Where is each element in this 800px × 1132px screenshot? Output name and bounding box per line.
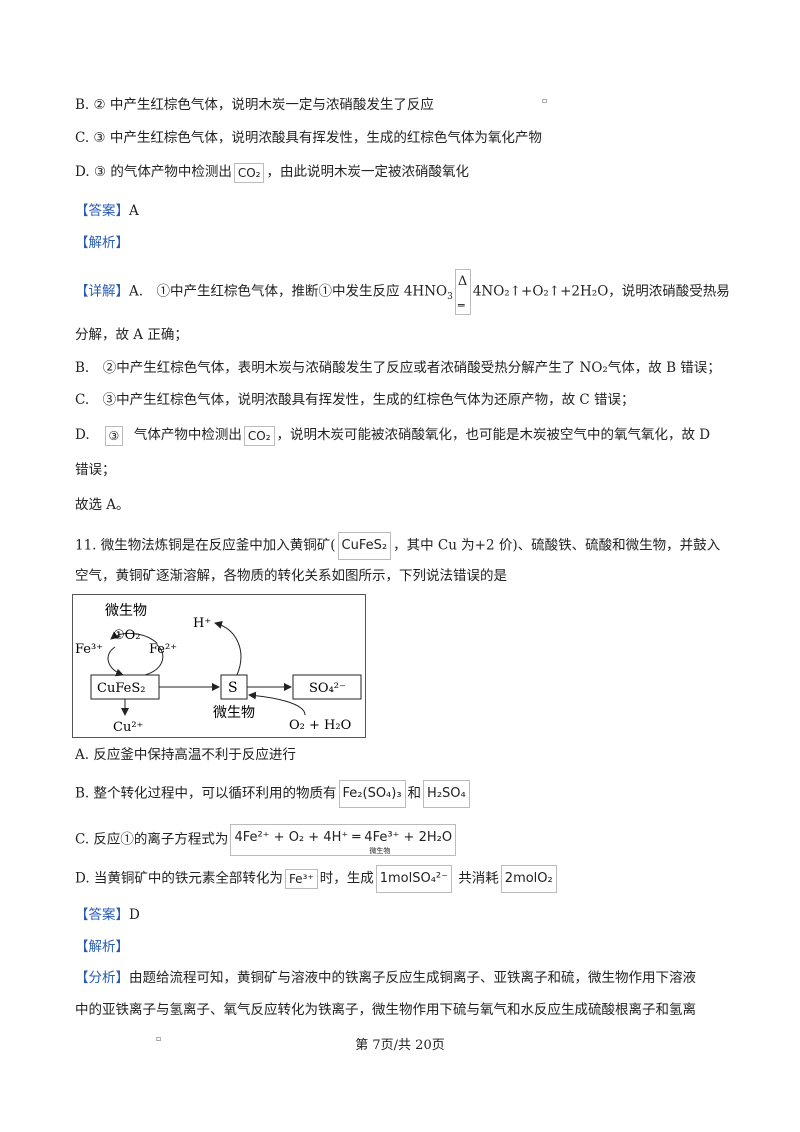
q11-fenxi-2: 中的亚铁离子与氢离子、氧气反应转化为铁离子，微生物作用下硫与氧气和水反应生成硫酸… [75, 1002, 696, 1018]
diagram-svg: 微生物 H⁺ Fe³⁺ ①O₂ Fe²⁺ CuFeS₂ S SO₄²⁻ Cu²⁺… [75, 603, 362, 735]
so4-box [292, 674, 362, 700]
diagram-fe2: Fe²⁺ [149, 642, 177, 657]
q11-analysis-label: 【解析】 [75, 939, 129, 955]
diagram-microbe-top: 微生物 [105, 603, 147, 619]
q11-stem: 11. 微生物法炼铜是在反应釜中加入黄铜矿(CuFeS₂，其中 Cu 为+2 价… [75, 532, 720, 560]
q10-analysis-label: 【解析】 [75, 235, 129, 251]
q10-detail-a-cont: 分解，故 A 正确； [75, 327, 188, 343]
q10-detail-d-cont: 错误； [75, 462, 116, 478]
diagram-cu2: Cu²⁺ [113, 720, 143, 735]
formula-box: 2molO₂ [500, 865, 557, 893]
diagram-o2h2o: O₂ + H₂O [289, 718, 351, 733]
corner-mark: ▫ [156, 1034, 162, 1043]
q10-option-b: B. ② 中产生红棕色气体，说明木炭一定与浓硝酸发生了反应 [75, 97, 434, 113]
corner-mark: ▫ [542, 96, 548, 105]
q11-answer: 【答案】D [75, 907, 140, 923]
page-footer: 第 7页/共 20页 [355, 1038, 445, 1053]
q11-fenxi-1: 【分析】由题给流程可知，黄铜矿与溶液中的铁离子反应生成铜离子、亚铁离子和硫，微生… [75, 970, 696, 986]
formula-box: CuFeS₂ [337, 532, 392, 560]
conversion-diagram: 微生物 H⁺ Fe³⁺ ①O₂ Fe²⁺ CuFeS₂ S SO₄²⁻ Cu²⁺… [72, 594, 366, 738]
q10-choose: 故选 A。 [75, 497, 130, 513]
formula-box: Fe³⁺ [284, 869, 318, 889]
diagram-cufes2: CuFeS₂ [97, 681, 145, 696]
diagram-hplus: H⁺ [193, 616, 211, 631]
delta-condition-box: Δ═ [454, 269, 471, 315]
diagram-fe3: Fe³⁺ [75, 642, 103, 657]
formula-box: CO₂ [243, 425, 275, 446]
q11-option-a: A. 反应釜中保持高温不利于反应进行 [75, 747, 296, 763]
formula-box: 1molSO₄²⁻ [375, 865, 452, 893]
q11-stem-cont: 空气，黄铜矿逐渐溶解，各物质的转化关系如图所示，下列说法错误的是 [75, 568, 507, 584]
formula-box: CO₂ [233, 162, 265, 183]
q10-detail-c: C. ③中产生红棕色气体，说明浓酸具有挥发性，生成的红棕色气体为还原产物，故 C… [75, 392, 635, 408]
number-box: ③ [104, 425, 124, 446]
q10-detail-b: B. ②中产生红棕色气体，表明木炭与浓硝酸发生了反应或者浓硝酸受热分解产生了 N… [75, 360, 721, 376]
diagram-s: S [228, 680, 238, 696]
q10-option-c: C. ③ 中产生红棕色气体，说明浓酸具有挥发性，生成的红棕色气体为氧化产物 [75, 130, 542, 146]
formula-box: H₂SO₄ [423, 780, 470, 808]
s-box [220, 674, 248, 700]
cufes2-box [90, 674, 160, 700]
diagram-step1: ①O₂ [113, 628, 141, 643]
diagram-so4: SO₄²⁻ [309, 681, 346, 696]
q10-answer: 【答案】A [75, 203, 139, 219]
diagram-microbe-bottom: 微生物 [213, 705, 255, 721]
formula-box: Fe₂(SO₄)₃ [338, 780, 406, 808]
